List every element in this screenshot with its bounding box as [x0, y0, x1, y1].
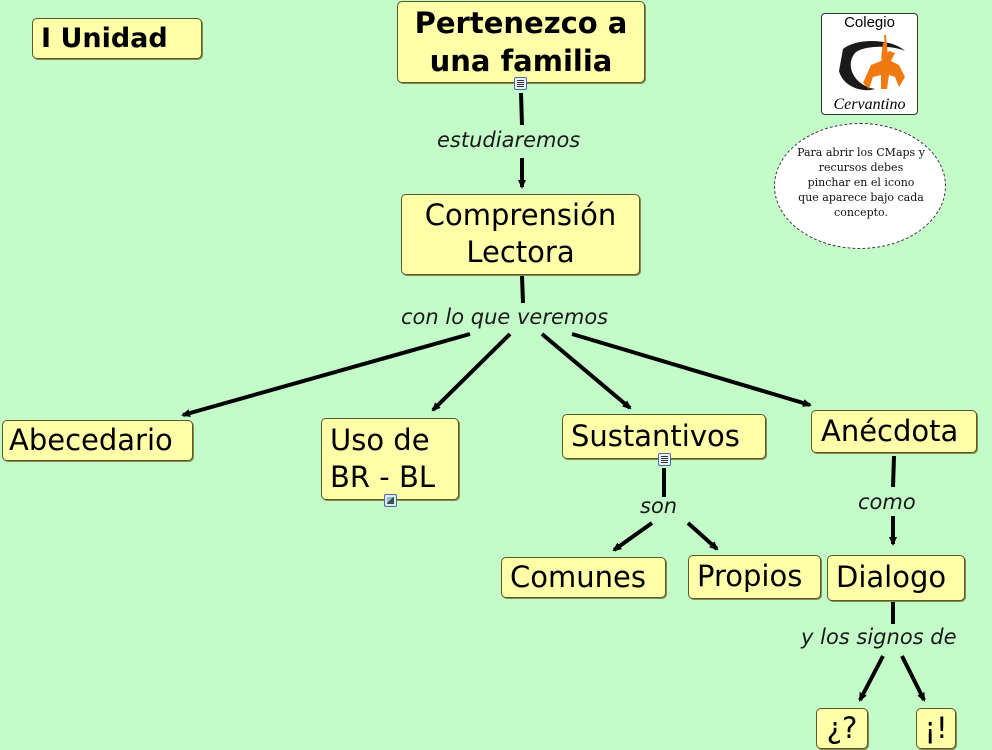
- document-resource-icon[interactable]: [658, 453, 671, 466]
- concept-abecedario[interactable]: Abecedario: [2, 420, 193, 461]
- connector-anecdota-como: [891, 455, 896, 488]
- connector-conloque-sustantivos: [540, 332, 632, 410]
- connector-familia-estudiaremos: [519, 92, 524, 126]
- concept-comunes[interactable]: Comunes: [501, 557, 666, 598]
- instruction-note: Para abrir los CMaps y recursos debes pi…: [774, 123, 946, 249]
- instruction-note-text: Para abrir los CMaps y recursos debes pi…: [797, 146, 925, 219]
- concept-propios[interactable]: Propios: [688, 555, 821, 599]
- concept-uso-br-bl[interactable]: Uso de BR - BL: [321, 418, 459, 500]
- concept-pertenezco-familia[interactable]: Pertenezco a una familia: [397, 1, 645, 83]
- knight-on-horse-emblem: [839, 34, 905, 91]
- school-logo: Colegio Cervantino: [821, 13, 918, 115]
- connector-son-comunes: [612, 521, 654, 552]
- connector-conloque-anecdota: [571, 332, 812, 407]
- connector-comprension-conloque: [520, 275, 525, 304]
- concept-exclamacion[interactable]: ¡!: [916, 708, 956, 749]
- concept-sustantivos[interactable]: Sustantivos: [562, 414, 766, 459]
- logo-bottom-text: Cervantino: [833, 96, 906, 113]
- connector-conloque-uso: [431, 332, 512, 412]
- unit-title: I Unidad: [32, 18, 202, 59]
- link-son: son: [640, 494, 678, 518]
- concept-comprension-lectora[interactable]: Comprensión Lectora: [401, 194, 640, 275]
- concept-anecdota[interactable]: Anécdota: [811, 410, 977, 453]
- concept-interrogacion[interactable]: ¿?: [816, 708, 868, 749]
- logo-top-text: Colegio: [844, 14, 895, 31]
- connector-signos-exclamacion: [900, 655, 926, 702]
- link-con-lo-que-veremos: con lo que veremos: [401, 305, 609, 329]
- link-estudiaremos: estudiaremos: [437, 128, 581, 152]
- link-como: como: [858, 490, 916, 514]
- link-y-los-signos-de: y los signos de: [801, 625, 957, 649]
- connector-signos-interrogacion: [858, 655, 885, 702]
- connector-son-propios: [686, 521, 719, 551]
- image-resource-icon[interactable]: [384, 494, 397, 507]
- document-resource-icon[interactable]: [514, 77, 527, 90]
- connector-conloque-abecedario: [181, 332, 471, 417]
- concept-dialogo[interactable]: Dialogo: [827, 555, 965, 601]
